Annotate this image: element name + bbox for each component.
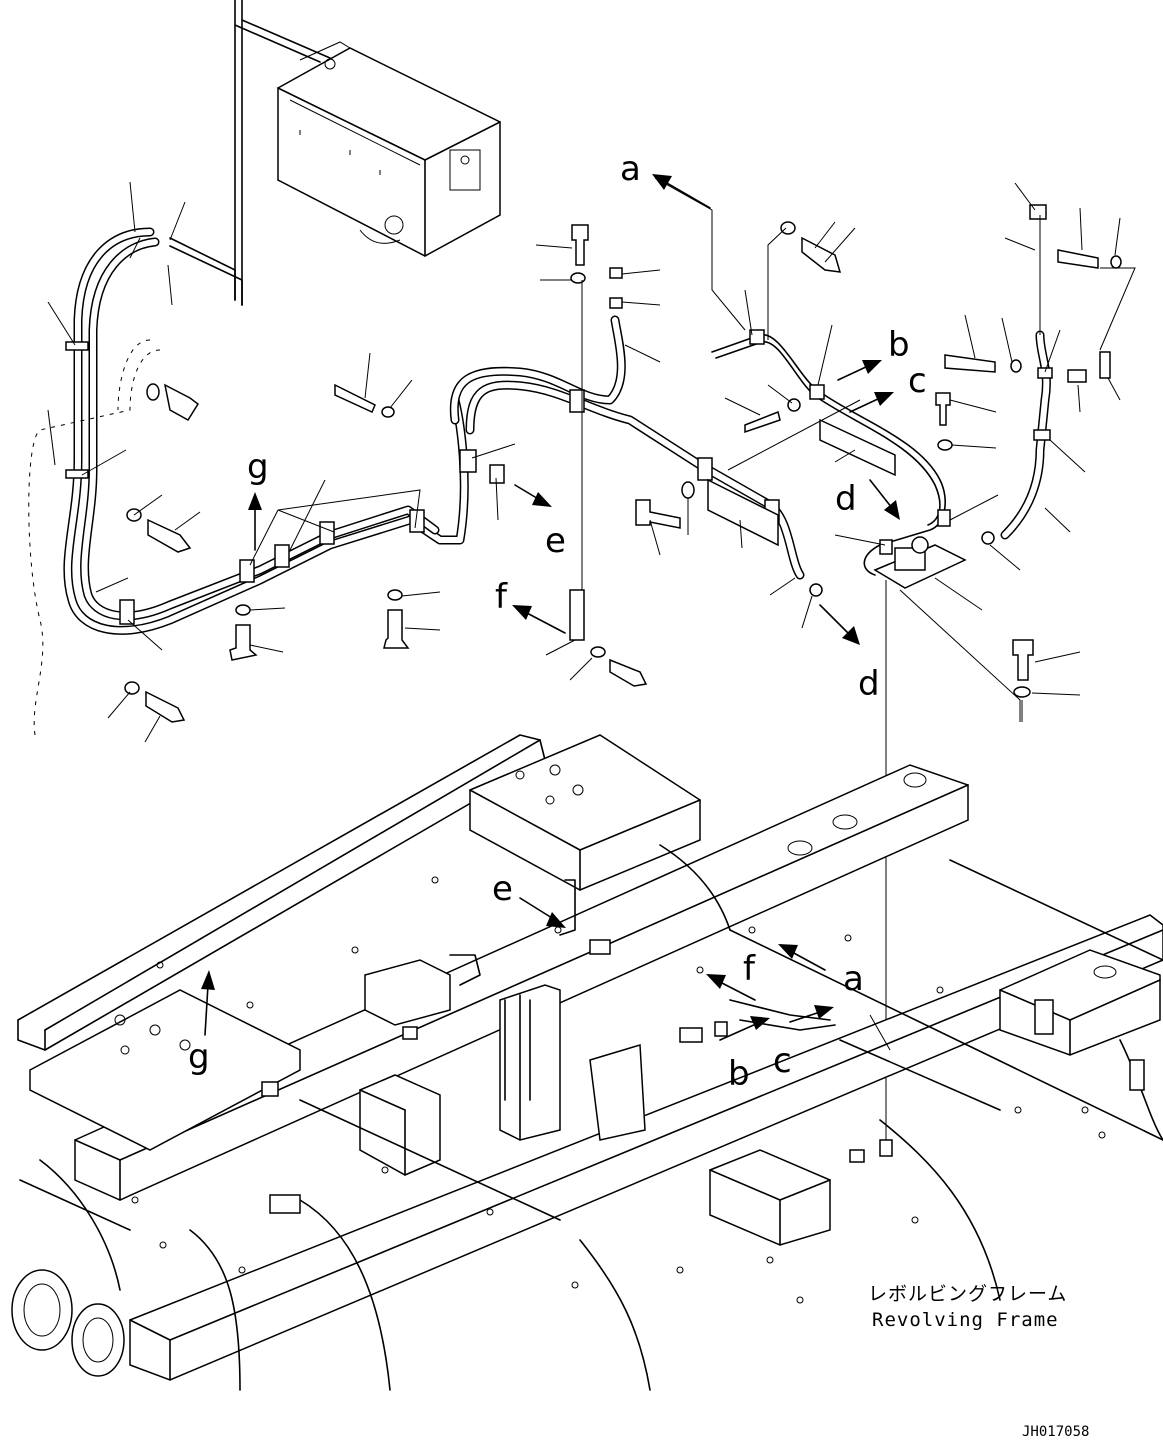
leader-lines <box>47 177 1136 1150</box>
label-upper-d1: d <box>835 479 857 519</box>
frame-caption: レボルビングフレーム Revolving Frame <box>868 1283 1067 1331</box>
label-upper-g: g <box>247 447 269 487</box>
caption-japanese: レボルビングフレーム <box>868 1283 1067 1305</box>
label-upper-c: c <box>908 361 927 401</box>
control-box <box>277 41 501 257</box>
plate-right <box>819 418 896 477</box>
plate-center <box>707 478 779 547</box>
left-hose-bundle <box>63 227 469 635</box>
hidden-hose-left <box>28 349 161 736</box>
right-harness <box>711 329 967 589</box>
label-lower-c: c <box>773 1041 792 1081</box>
right-hose <box>1000 330 1053 540</box>
box-cable <box>234 0 321 63</box>
middle-hose <box>449 315 805 580</box>
label-lower-b: b <box>728 1054 750 1094</box>
drawing-number: JH017058 <box>1022 1424 1089 1440</box>
lower-arrows <box>201 897 834 1041</box>
upper-arrows <box>248 174 900 645</box>
label-upper-a: a <box>620 149 641 189</box>
bolts <box>124 204 1122 723</box>
label-lower-a: a <box>843 959 864 999</box>
label-upper-e: e <box>545 521 566 561</box>
revolving-frame <box>11 734 1163 1391</box>
label-lower-f: f <box>743 949 756 989</box>
callout-labels: a b c d d e f g e f a g b c <box>188 149 927 1094</box>
label-upper-d2: d <box>858 664 880 704</box>
caption-english: Revolving Frame <box>872 1309 1059 1331</box>
label-upper-f: f <box>495 577 508 617</box>
label-upper-b: b <box>888 325 910 365</box>
label-lower-e: e <box>492 869 513 909</box>
label-lower-g: g <box>188 1037 210 1077</box>
